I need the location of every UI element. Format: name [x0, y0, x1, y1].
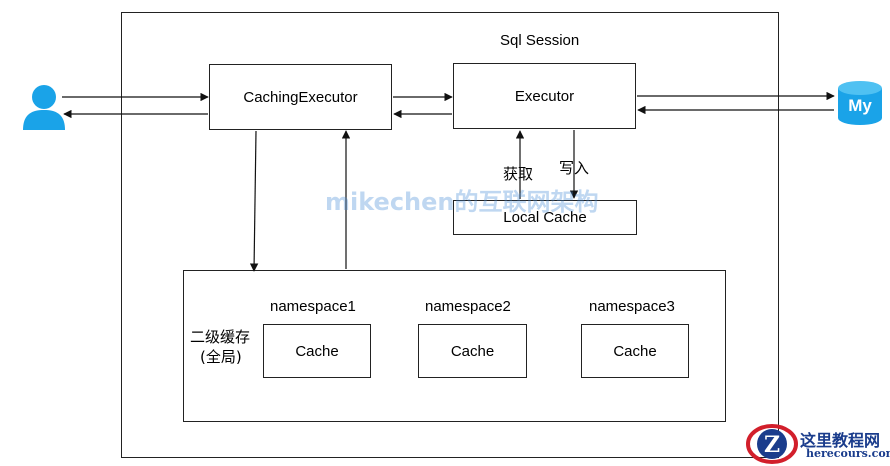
namespace-1-cache-label: Cache: [295, 342, 339, 360]
second-level-cache-label: 二级缓存: [190, 328, 251, 346]
fetch-edge-label: 获取: [503, 165, 534, 183]
local-cache-box: Local Cache: [453, 200, 637, 235]
site-logo-icon: Z: [746, 424, 798, 464]
watermark-text: mikechen的互联网架构: [325, 188, 599, 216]
namespace-2-cache-box: Cache: [418, 324, 527, 378]
database-label: My: [848, 96, 872, 115]
caching-executor-box: CachingExecutor: [209, 64, 392, 130]
site-logo-letter: Z: [764, 432, 780, 458]
site-logo-cn: 这里教程网: [800, 431, 881, 450]
second-level-cache-scope: (全局): [200, 348, 242, 366]
second-level-cache-container: [183, 270, 726, 422]
namespace-2-label: namespace2: [425, 298, 511, 315]
arrow-caching-to-second-level: [249, 130, 259, 272]
sql-session-title: Sql Session: [500, 32, 580, 49]
caching-executor-label: CachingExecutor: [243, 88, 358, 106]
user-icon: [23, 85, 65, 130]
sql-session-frame: [121, 12, 779, 458]
namespace-1-label: namespace1: [270, 298, 356, 315]
namespace-2-cache-label: Cache: [450, 342, 495, 360]
site-logo-en: herecours.com: [806, 447, 890, 460]
namespace-3-cache-label: Cache: [613, 342, 657, 360]
namespace-3-label: namespace3: [589, 298, 675, 315]
mysql-database-icon: My: [838, 81, 882, 125]
namespace-3-cache-box: Cache: [581, 324, 689, 378]
local-cache-label: Local Cache: [503, 209, 587, 226]
namespace-1-cache-box: Cache: [263, 324, 371, 378]
executor-label: Executor: [514, 87, 575, 105]
executor-box: Executor: [453, 63, 636, 129]
